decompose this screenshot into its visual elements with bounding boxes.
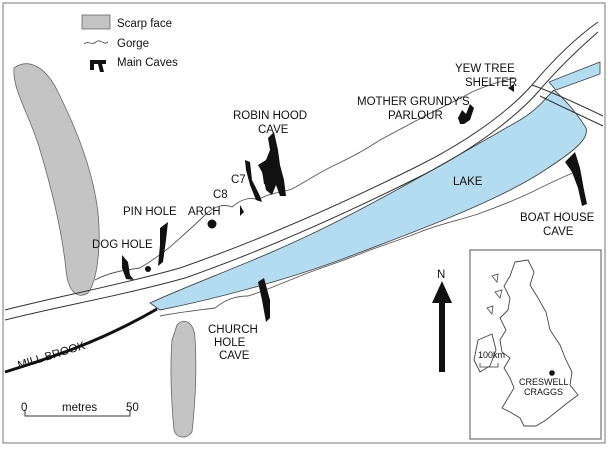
label-church-hole-3: CAVE bbox=[219, 350, 250, 362]
inset-site-label-1: CRESWELL bbox=[519, 377, 569, 387]
label-lake: LAKE bbox=[453, 176, 483, 188]
road-branch-se bbox=[531, 84, 604, 127]
stream-ne bbox=[548, 61, 601, 91]
label-church-hole-2: HOLE bbox=[214, 337, 246, 349]
cave-arch bbox=[207, 219, 217, 229]
label-yew-tree-2: SHELTER bbox=[465, 77, 517, 89]
inset-great-britain bbox=[499, 259, 579, 427]
cave-boat-house bbox=[565, 152, 587, 206]
label-mother-grundy-2: PARLOUR bbox=[388, 110, 443, 122]
cave-dog-hole-small bbox=[145, 266, 151, 272]
inset-map: 100km CRESWELL CRAGGS bbox=[469, 249, 602, 440]
inset-ireland bbox=[473, 333, 497, 373]
road-edge-south bbox=[4, 31, 599, 321]
cave-yew-tree bbox=[508, 84, 514, 92]
cave-mother-grundy bbox=[458, 104, 474, 124]
legend-cave-icon bbox=[90, 60, 106, 72]
cave-c7 bbox=[245, 160, 262, 202]
label-dog-hole: DOG HOLE bbox=[92, 239, 153, 251]
scale-unit: metres bbox=[62, 402, 97, 414]
mill-brook bbox=[4, 307, 158, 374]
label-robin-hood-1: ROBIN HOOD bbox=[233, 110, 307, 122]
scale-bar-line bbox=[24, 410, 131, 417]
label-c8: C8 bbox=[213, 189, 228, 201]
label-mother-grundy-1: MOTHER GRUNDY'S bbox=[357, 96, 470, 108]
north-arrow: N bbox=[432, 269, 452, 372]
label-boat-house-1: BOAT HOUSE bbox=[520, 212, 595, 224]
cave-pin-hole bbox=[158, 222, 168, 266]
inset-site-marker bbox=[549, 370, 555, 376]
cave-dog-hole bbox=[122, 255, 134, 280]
label-c7: C7 bbox=[231, 174, 246, 186]
label-pin-hole: PIN HOLE bbox=[123, 206, 177, 218]
north-label: N bbox=[437, 269, 445, 281]
legend-cave-label: Main Caves bbox=[117, 57, 178, 69]
label-boat-house-2: CAVE bbox=[543, 226, 574, 238]
cave-church-hole bbox=[258, 278, 270, 322]
legend: Scarp face Gorge Main Caves bbox=[81, 14, 178, 72]
label-yew-tree-1: YEW TREE bbox=[455, 63, 515, 75]
scarp-face-north bbox=[13, 63, 100, 296]
legend-scarp-swatch bbox=[81, 14, 111, 30]
label-arch: ARCH bbox=[188, 206, 221, 218]
scale-start: 0 bbox=[21, 402, 27, 414]
inset-scale-bar bbox=[479, 363, 499, 368]
legend-gorge-label: Gorge bbox=[117, 38, 149, 50]
scale-end: 50 bbox=[126, 402, 139, 414]
inset-site-label-2: CRAGGS bbox=[524, 387, 563, 397]
label-mill-brook: MILL BROOK bbox=[16, 340, 87, 372]
cave-robin-hood bbox=[258, 132, 286, 196]
inset-scale-label: 100km bbox=[478, 350, 505, 360]
north-arrow-icon bbox=[432, 281, 452, 372]
map-frame bbox=[2, 2, 606, 444]
legend-gorge-swatch bbox=[83, 40, 109, 45]
gorge-north-edge bbox=[94, 77, 516, 281]
gorge-south-edge bbox=[159, 169, 581, 317]
scale-bar: 0 metres 50 bbox=[21, 402, 139, 417]
legend-scarp-label: Scarp face bbox=[117, 18, 172, 30]
scarp-face-south bbox=[170, 320, 197, 438]
inset-islands bbox=[486, 273, 503, 315]
road-edge-north bbox=[4, 21, 599, 311]
label-robin-hood-2: CAVE bbox=[258, 124, 289, 136]
label-church-hole-1: CHURCH bbox=[208, 324, 258, 336]
cave-c8 bbox=[240, 205, 244, 216]
